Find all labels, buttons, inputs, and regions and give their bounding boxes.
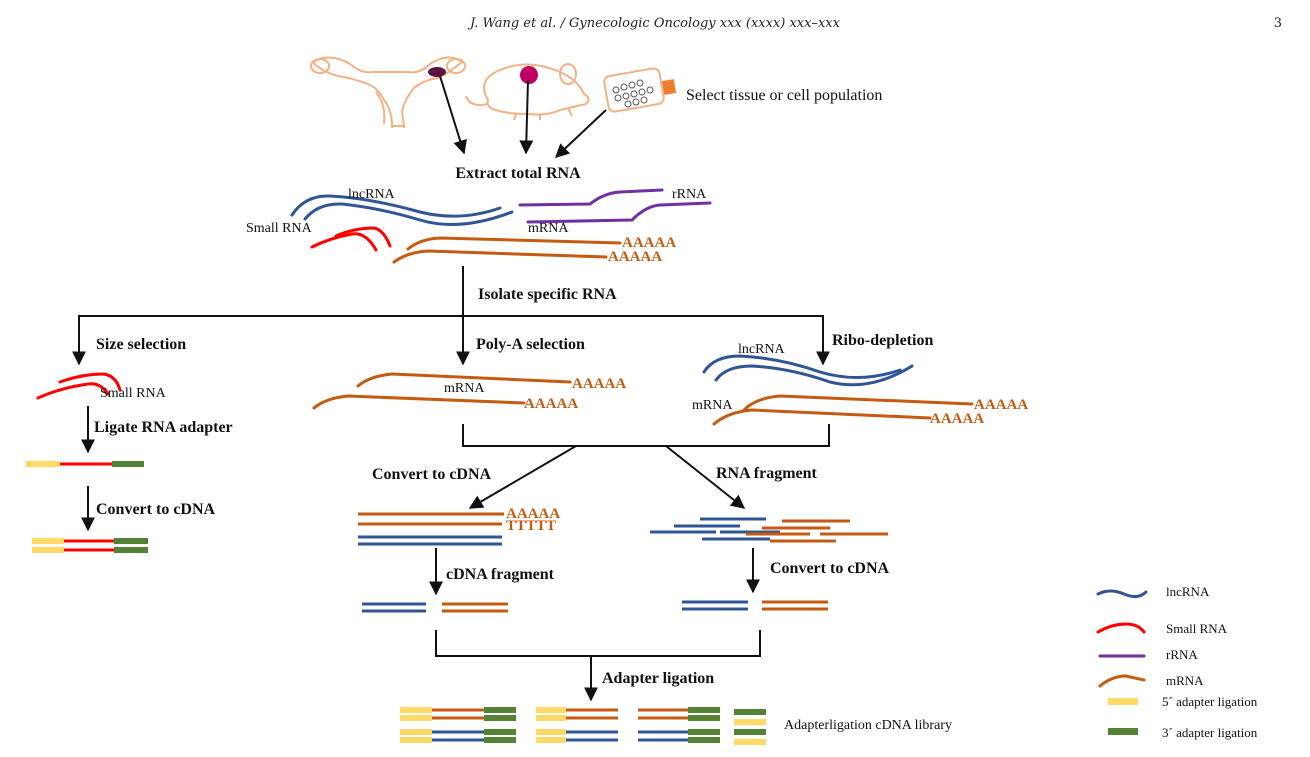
step-ligate: Ligate RNA adapter [94, 419, 233, 436]
step-adapter-ligation: Adapter ligation [602, 670, 714, 687]
arrow-convert-mid [468, 445, 577, 509]
legend-swatch-lncrna [1096, 589, 1148, 599]
arrow-mouse-extract [519, 79, 534, 155]
arrow-uterus-extract [439, 75, 467, 155]
legend-swatch-mrna [1098, 674, 1146, 688]
merge-bracket [462, 424, 830, 447]
step-isolate: Isolate specific RNA [478, 286, 617, 303]
step-convert-right: Convert to cDNA [770, 560, 890, 577]
fragmented-cdna-mid [362, 602, 508, 613]
polya-mid-2: AAAAA [524, 396, 578, 412]
step-extract: Extract total RNA [455, 165, 581, 182]
uterus-illustration [310, 56, 466, 128]
legend-swatch-3-adapter [1108, 728, 1138, 735]
lncrna-top-label: lncRNA [348, 187, 396, 202]
small-rna-top-label: Small RNA [246, 221, 313, 236]
ribo-depleted-rna [702, 354, 974, 426]
legend-label-rrna: rRNA [1166, 647, 1198, 662]
step-size-selection: Size selection [96, 336, 186, 353]
total-rna-cluster [290, 188, 712, 264]
cdna-library [400, 707, 766, 745]
select-tissue-label: Select tissue or cell population [686, 87, 882, 104]
fragmented-cdna-right [682, 600, 828, 611]
tumor-mark [428, 67, 446, 77]
page-number: 3 [1274, 16, 1282, 31]
mrna-right-label: mRNA [692, 398, 733, 413]
legend-label-mrna: mRNA [1166, 673, 1204, 688]
arrow-rna-fragment [665, 445, 746, 509]
legend-label-3-adapter: 3´ adapter ligation [1162, 725, 1258, 740]
mrna-mid [312, 372, 572, 410]
small-rna-left [36, 372, 122, 400]
legend-label-small-rna: Small RNA [1166, 621, 1228, 636]
step-convert-mid: Convert to cDNA [372, 466, 492, 483]
tumor-mark [520, 66, 538, 84]
polyt-cdna: TTTTT [506, 518, 556, 534]
mrna-top-label: mRNA [528, 221, 569, 236]
step-convert-left: Convert to cDNA [96, 501, 216, 518]
running-head: J. Wang et al. / Gynecologic Oncology xx… [467, 16, 841, 31]
arrow-flask-extract [554, 109, 607, 158]
ligated-rna [26, 461, 144, 467]
mid-cdna [358, 512, 504, 546]
left-cdna [32, 538, 148, 553]
step-ribo-depletion: Ribo-depletion [832, 332, 933, 349]
step-rna-fragment: RNA fragment [716, 465, 818, 482]
legend-swatch-small-rna [1096, 622, 1146, 634]
rrna-top-label: rRNA [672, 187, 707, 202]
rna-fragments [650, 517, 888, 543]
small-rna-left-label: Small RNA [100, 386, 167, 401]
legend-swatch-5-adapter [1108, 698, 1138, 705]
library-label: Adapterligation cDNA library [784, 718, 952, 733]
step-polya-selection: Poly-A selection [476, 336, 585, 353]
cell-flask-icon [603, 67, 677, 113]
polya-cdna: AAAAA [506, 506, 560, 522]
step-cdna-fragment: cDNA fragment [446, 566, 555, 583]
polya-right-1: AAAAA [974, 397, 1028, 413]
polya-right-2: AAAAA [930, 411, 984, 427]
legend: lncRNA Small RNA rRNA mRNA 5´ adapter li… [1096, 584, 1258, 740]
mouse-illustration [465, 63, 590, 121]
legend-label-lncrna: lncRNA [1166, 584, 1210, 599]
lncrna-right-label: lncRNA [738, 342, 786, 357]
polya-top-1: AAAAA [622, 235, 676, 251]
polya-mid-1: AAAAA [572, 376, 626, 392]
polya-top-2: AAAAA [608, 249, 662, 265]
adapter-bracket [435, 630, 761, 657]
legend-label-5-adapter: 5´ adapter ligation [1162, 694, 1258, 709]
mrna-mid-label: mRNA [444, 381, 485, 396]
